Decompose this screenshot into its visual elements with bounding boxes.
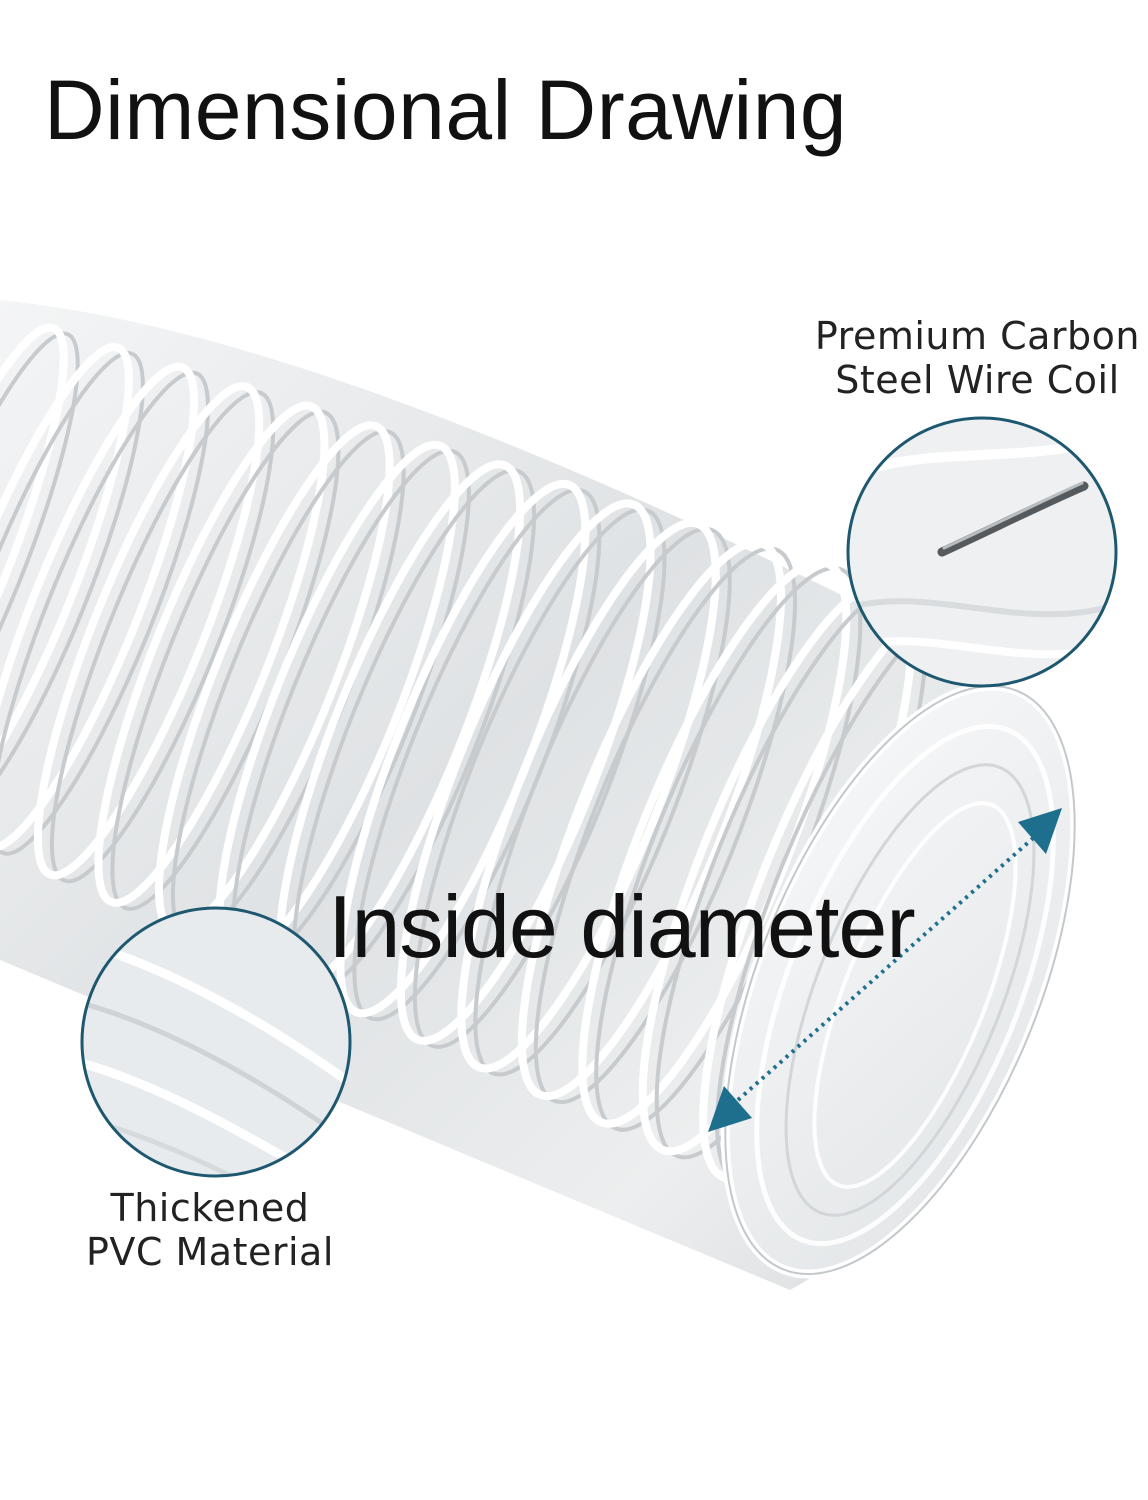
coil-ring [33, 382, 264, 880]
coil-ring [457, 518, 720, 1073]
diameter-arrow [708, 808, 1062, 1132]
coil-ring [0, 323, 68, 797]
coil-ring-shadow [412, 507, 667, 1049]
coil-ring [0, 362, 199, 852]
coil-ring-shadow [0, 351, 145, 829]
coil-ring-shadow [49, 390, 276, 884]
coil-ring [517, 538, 786, 1101]
wire-coil-label-line1: Premium Carbon [814, 314, 1140, 358]
page-title: Dimensional Drawing [44, 63, 848, 157]
coil-ring [578, 558, 851, 1128]
wire-coil-ring [846, 416, 1118, 688]
coil-ring [0, 343, 133, 825]
pvc-label: Thickened PVC Material [86, 1186, 334, 1274]
coil-ring [396, 499, 655, 1045]
pvc-label-line2: PVC Material [86, 1230, 334, 1274]
pvc-ring [80, 906, 352, 1178]
steel-wire [937, 481, 1089, 557]
arrowhead-top [1018, 808, 1062, 854]
coil-ring-shadow [0, 370, 211, 856]
coil-ring [94, 401, 329, 907]
coil-ring-shadow [0, 331, 80, 801]
arrowhead-bottom [708, 1086, 752, 1132]
pvc-label-line1: Thickened [110, 1186, 310, 1230]
wire-coil-label: Premium Carbon Steel Wire Coil [815, 314, 1140, 402]
inside-diameter-label: Inside diameter [328, 877, 916, 976]
wire-coil-label-line2: Steel Wire Coil [835, 358, 1120, 402]
coil-ring-shadow [473, 526, 732, 1077]
hose-opening [720, 681, 1080, 1279]
coil-ring-shadow [533, 546, 798, 1105]
